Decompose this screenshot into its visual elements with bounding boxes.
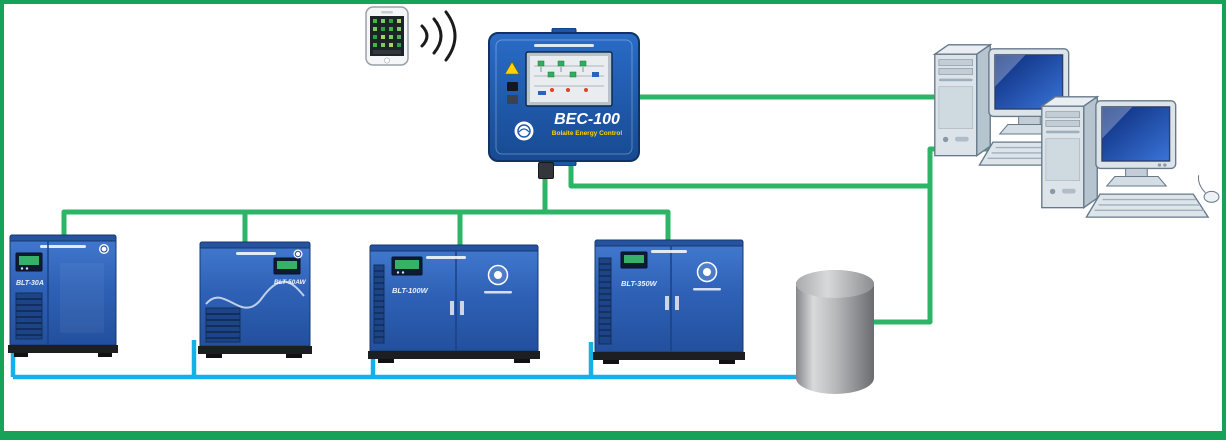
panel-button-gray xyxy=(507,95,518,104)
compressor-1: BLT-30A xyxy=(8,234,118,357)
compressor-3: BLT-100W xyxy=(368,244,540,363)
compressor-2-wave-decor xyxy=(205,280,305,309)
compressor-4-handle xyxy=(665,296,669,310)
compressor-3-vent xyxy=(373,264,385,344)
compressor-3-handle xyxy=(450,301,454,315)
phone-app-grid xyxy=(373,19,401,54)
wire-junction-to-tank xyxy=(874,183,933,325)
air-receiver-tank xyxy=(796,270,874,394)
wire-controller-to-junction xyxy=(568,158,930,189)
controller-panel: BEC-100 Bolaite Energy Control xyxy=(488,28,640,166)
compressor-2-display xyxy=(273,257,301,275)
panel-microtext xyxy=(534,44,594,47)
phone-home-button xyxy=(383,57,390,64)
panel-button-dark xyxy=(507,82,518,91)
compressor-2: BLT-50AW xyxy=(198,241,312,358)
compressor-3-display xyxy=(391,256,423,276)
compressor-2-base xyxy=(198,346,312,354)
monitoring-computers xyxy=(934,44,1220,218)
tank-body xyxy=(796,270,874,394)
compressor-4-label: BLT-350W xyxy=(621,279,658,288)
panel-warning-icon xyxy=(504,61,520,75)
compressor-3-label: BLT-100W xyxy=(392,286,429,295)
panel-cable-gland xyxy=(538,162,554,179)
wireless-signal-icon xyxy=(420,10,457,62)
panel-inner-frame xyxy=(495,39,633,155)
compressor-4-display xyxy=(620,251,648,269)
compressor-3-brandtext xyxy=(426,256,466,259)
compressor-1-brandtext xyxy=(40,245,86,248)
phone-body xyxy=(365,6,409,66)
controller-subtitle: Bolaite Energy Control xyxy=(552,130,623,137)
compressor-1-label: BLT-30A xyxy=(16,280,44,287)
compressor-3-emblem xyxy=(484,264,512,294)
compressor-4-vent xyxy=(598,257,612,345)
compressor-2-vent xyxy=(205,307,241,343)
tank-top xyxy=(796,270,874,298)
compressor-3-base xyxy=(368,351,540,359)
compressor-1-base xyxy=(8,345,118,353)
brand-logo xyxy=(514,121,534,141)
controller-model: BEC-100 xyxy=(554,111,620,128)
compressor-4: BLT-350W xyxy=(593,239,745,364)
wire-compressor-trunk xyxy=(61,209,671,244)
compressor-1-vent xyxy=(15,292,43,340)
panel-hmi-screen xyxy=(525,51,613,107)
compressor-2-brandtext xyxy=(236,252,276,255)
compressor-4-emblem xyxy=(693,261,721,291)
compressor-4-brandtext xyxy=(651,250,687,253)
compressor-4-base xyxy=(593,352,745,360)
computer-2 xyxy=(1041,96,1220,218)
compressor-1-display xyxy=(15,252,43,272)
smartphone xyxy=(365,6,457,66)
